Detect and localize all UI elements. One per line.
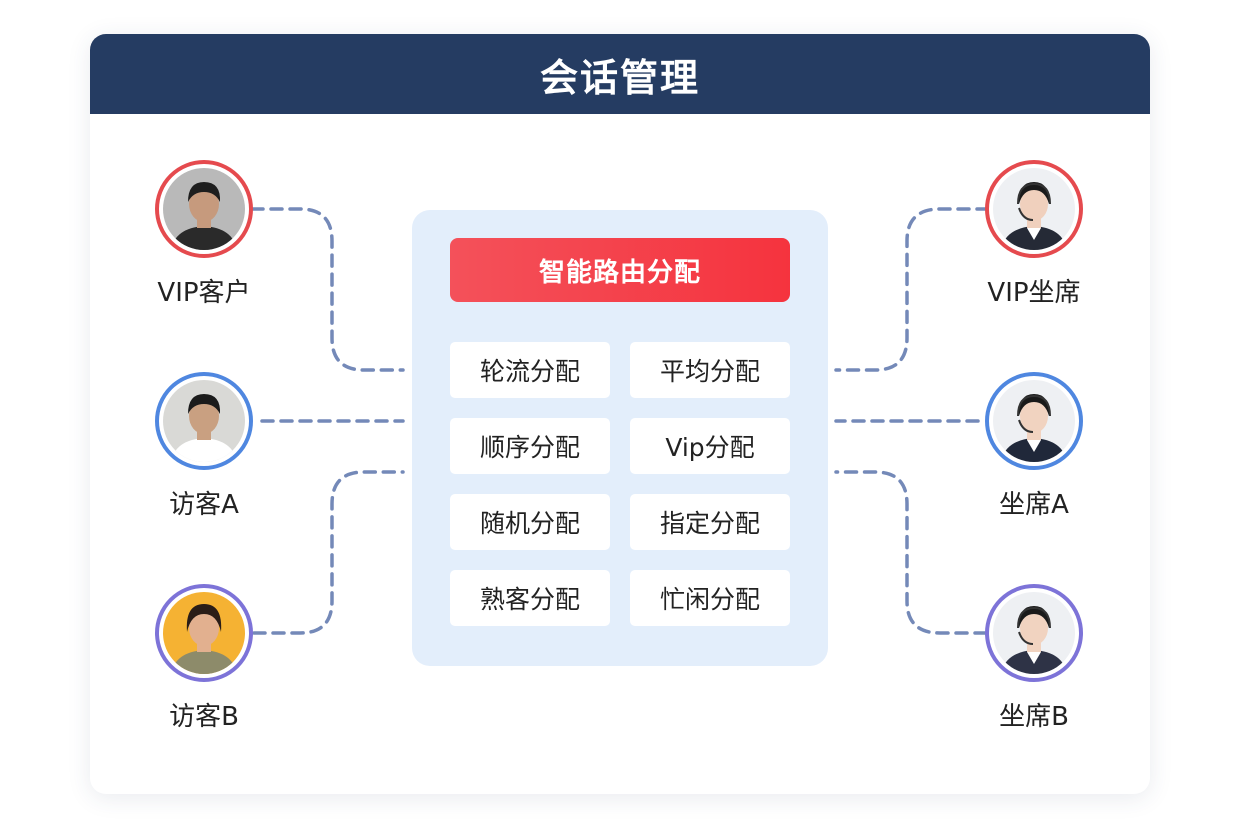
agent-node-a[interactable]: 坐席A	[934, 372, 1134, 521]
visitor-label: 访客B	[169, 702, 239, 732]
diagram-card: 会话管理	[90, 34, 1150, 794]
avatar	[155, 160, 253, 258]
headset-agent-icon	[993, 592, 1075, 674]
method-round-robin[interactable]: 轮流分配	[450, 342, 610, 398]
page-title: 会话管理	[539, 55, 700, 100]
visitor-label: 访客A	[169, 490, 239, 520]
person-photo-icon	[163, 592, 245, 674]
connector-agent-b	[834, 470, 988, 635]
connector-visitor-b	[252, 470, 405, 635]
agent-node-vip[interactable]: VIP坐席	[934, 160, 1134, 309]
avatar	[985, 160, 1083, 258]
method-average[interactable]: 平均分配	[630, 342, 790, 398]
headset-agent-icon	[993, 168, 1075, 250]
headset-agent-icon	[993, 380, 1075, 462]
connector-vip-customer	[250, 207, 405, 372]
smart-routing-label: 智能路由分配	[450, 238, 790, 302]
connector-vip-agent	[834, 207, 990, 372]
method-designated[interactable]: 指定分配	[630, 494, 790, 550]
method-sequential[interactable]: 顺序分配	[450, 418, 610, 474]
agent-node-b[interactable]: 坐席B	[934, 584, 1134, 733]
avatar	[985, 372, 1083, 470]
visitor-node-a[interactable]: 访客A	[104, 372, 304, 521]
avatar	[155, 372, 253, 470]
avatar	[155, 584, 253, 682]
person-photo-icon	[163, 380, 245, 462]
method-busy-idle[interactable]: 忙闲分配	[630, 570, 790, 626]
avatar	[985, 584, 1083, 682]
agent-label: 坐席B	[999, 702, 1069, 732]
agent-label: VIP坐席	[987, 278, 1081, 308]
visitor-node-vip-customer[interactable]: VIP客户	[104, 160, 304, 309]
visitor-node-b[interactable]: 访客B	[104, 584, 304, 733]
method-vip[interactable]: Vip分配	[630, 418, 790, 474]
method-random[interactable]: 随机分配	[450, 494, 610, 550]
person-photo-icon	[163, 168, 245, 250]
agent-label: 坐席A	[999, 490, 1069, 520]
method-regular-customer[interactable]: 熟客分配	[450, 570, 610, 626]
visitor-label: VIP客户	[157, 278, 251, 308]
header-bar: 会话管理	[90, 34, 1150, 114]
